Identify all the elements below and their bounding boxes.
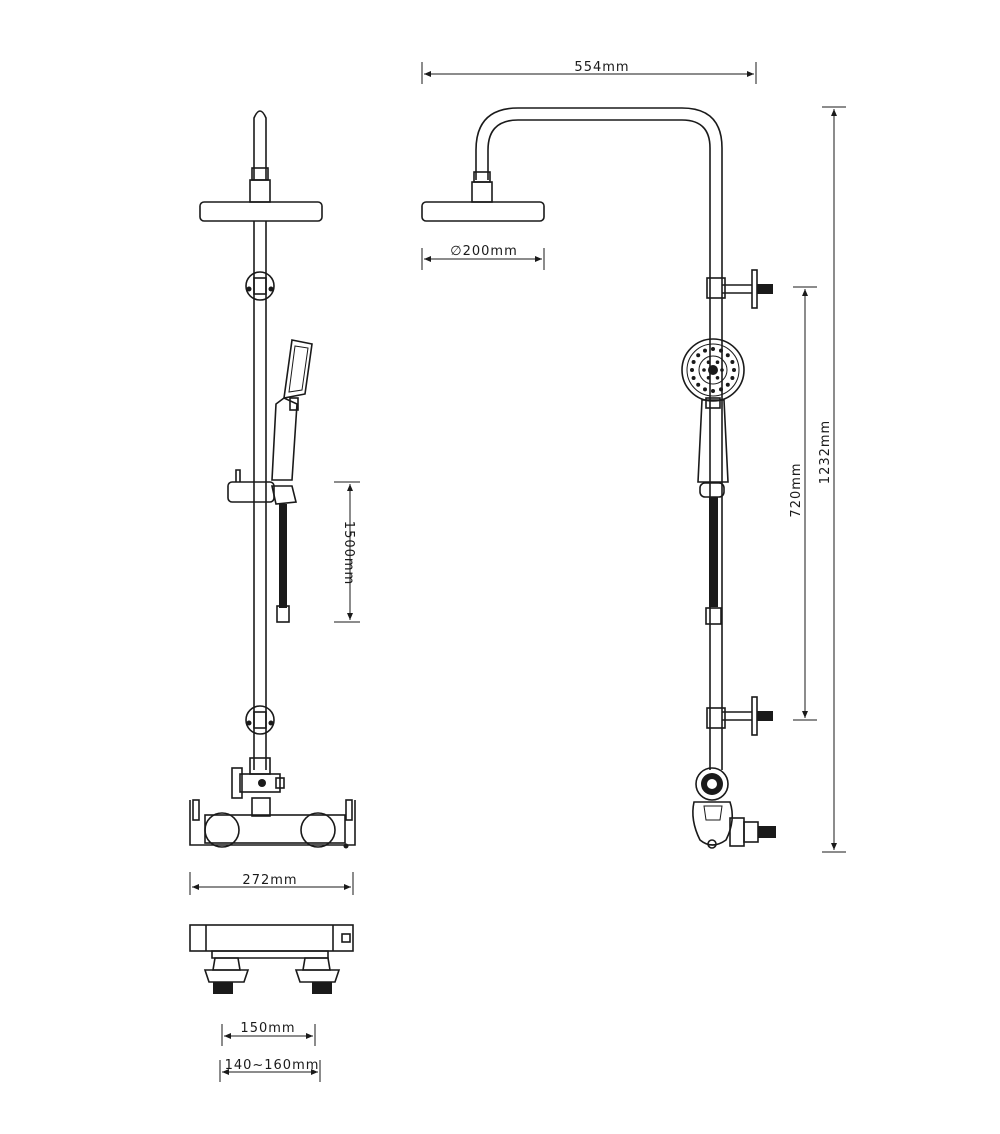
nozzle-dot (715, 376, 720, 380)
side-hand-shower (681, 338, 745, 483)
head-span-label: 554mm (574, 60, 629, 75)
nozzle-dot (711, 389, 715, 393)
nozzle-dot (696, 382, 701, 387)
front-thermostatic-valve (189, 799, 356, 849)
inlet-range-dimension: 140~160mm (219, 1058, 321, 1082)
valve-top-view (189, 924, 354, 994)
nozzle-dot (725, 353, 730, 358)
side-shower-head (421, 201, 545, 222)
front-hand-shower (283, 339, 313, 399)
nozzle-dot (719, 387, 723, 392)
nozzle-dot (730, 360, 735, 364)
left-inlet-fitting (213, 982, 233, 994)
valve-width-label: 272mm (242, 873, 297, 888)
hose-length-dimension: 1500mm (334, 481, 360, 623)
side-valve-assembly (692, 767, 776, 849)
valve-width-dimension: 272mm (189, 872, 354, 895)
nozzle-dot (711, 347, 715, 351)
front-slider-holder (227, 481, 275, 503)
front-diverter (231, 757, 285, 817)
side-wall-bracket-lower (706, 696, 773, 736)
nozzle-dot (715, 360, 720, 365)
nozzle-dot (732, 368, 736, 372)
inlet-range-label: 140~160mm (225, 1058, 320, 1073)
front-wall-bracket-upper (245, 271, 275, 301)
nozzle-dot (696, 353, 701, 358)
nozzle-dot (691, 376, 696, 380)
total-height-label: 1232mm (818, 420, 833, 484)
side-overhead-arm (475, 107, 723, 278)
front-wall-bracket-lower (245, 705, 275, 735)
nozzle-dot (730, 376, 735, 380)
head-diameter-dimension: ∅200mm (421, 244, 545, 270)
front-hose (279, 504, 287, 608)
front-shower-head (199, 201, 323, 222)
bracket-spacing-dimension: 720mm (789, 286, 817, 721)
nozzle-dot (725, 382, 730, 387)
side-view (421, 107, 776, 849)
nozzle-dot (703, 387, 707, 392)
total-height-dimension: 1232mm (818, 106, 846, 853)
right-inlet-fitting (312, 982, 332, 994)
front-gooseneck (253, 110, 267, 180)
side-slider-holder (699, 482, 725, 498)
side-wall-bracket-upper (722, 269, 773, 309)
inlet-centers-label: 150mm (240, 1021, 295, 1036)
nozzle-dot (691, 360, 696, 364)
front-view (189, 110, 356, 849)
nozzle-dot (719, 348, 723, 353)
nozzle-dot (690, 368, 694, 372)
side-hose (709, 497, 718, 607)
bracket-spacing-label: 720mm (789, 462, 804, 517)
head-diameter-label: ∅200mm (450, 244, 517, 259)
hose-length-label: 1500mm (341, 521, 356, 585)
nozzle-dot (702, 368, 706, 372)
head-span-dimension: 554mm (421, 60, 757, 84)
nozzle-dot (720, 368, 724, 372)
nozzle-dot (706, 376, 711, 380)
nozzle-dot (706, 360, 711, 365)
inlet-centers-dimension: 150mm (221, 1021, 316, 1046)
nozzle-dot (703, 348, 707, 353)
